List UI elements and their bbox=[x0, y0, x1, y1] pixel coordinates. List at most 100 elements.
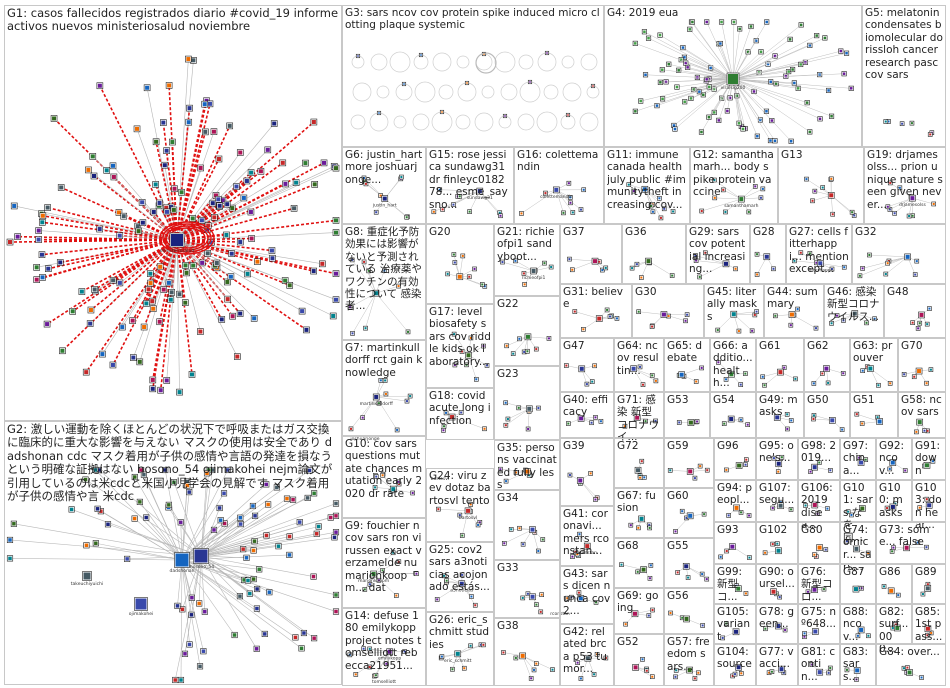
graph-node[interactable] bbox=[666, 61, 672, 67]
graph-node[interactable] bbox=[332, 164, 340, 172]
graph-node[interactable] bbox=[135, 227, 142, 235]
graph-node[interactable] bbox=[216, 202, 223, 210]
graph-node[interactable] bbox=[210, 526, 218, 533]
graph-node[interactable] bbox=[331, 534, 338, 541]
graph-node[interactable] bbox=[261, 630, 268, 638]
graph-node[interactable] bbox=[250, 547, 257, 554]
graph-node[interactable] bbox=[50, 115, 58, 122]
graph-node[interactable] bbox=[152, 138, 160, 146]
graph-node[interactable] bbox=[6, 536, 14, 544]
graph-node[interactable] bbox=[521, 271, 527, 276]
graph-node[interactable] bbox=[115, 209, 123, 216]
graph-node[interactable] bbox=[296, 519, 303, 526]
graph-node[interactable] bbox=[109, 277, 117, 284]
graph-node[interactable] bbox=[543, 190, 548, 196]
graph-node[interactable] bbox=[250, 315, 258, 322]
graph-node[interactable] bbox=[672, 126, 678, 132]
graph-node[interactable] bbox=[768, 79, 774, 85]
graph-node[interactable] bbox=[200, 648, 207, 655]
graph-node[interactable] bbox=[445, 271, 450, 277]
graph-node[interactable] bbox=[223, 231, 230, 239]
graph-node[interactable] bbox=[899, 121, 905, 127]
graph-node[interactable] bbox=[674, 84, 680, 90]
graph-node[interactable] bbox=[236, 593, 243, 600]
graph-node[interactable] bbox=[136, 358, 144, 366]
graph-node[interactable] bbox=[251, 538, 258, 545]
graph-node[interactable] bbox=[740, 126, 746, 132]
graph-node[interactable] bbox=[657, 32, 663, 38]
graph-node[interactable] bbox=[14, 233, 21, 240]
graph-node[interactable] bbox=[642, 72, 649, 78]
graph-node[interactable] bbox=[243, 554, 250, 561]
graph-node[interactable] bbox=[217, 517, 224, 524]
graph-node[interactable] bbox=[198, 259, 206, 267]
graph-node[interactable] bbox=[723, 209, 728, 215]
graph-node[interactable] bbox=[94, 505, 101, 512]
graph-node[interactable] bbox=[186, 489, 193, 496]
graph-node[interactable] bbox=[399, 174, 404, 180]
graph-node[interactable] bbox=[286, 282, 294, 289]
graph-node[interactable] bbox=[810, 198, 815, 204]
graph-node[interactable] bbox=[319, 260, 326, 268]
graph-node[interactable] bbox=[233, 183, 240, 190]
graph-node[interactable] bbox=[273, 484, 280, 491]
graph-node[interactable] bbox=[33, 264, 40, 271]
graph-node[interactable] bbox=[522, 282, 527, 287]
graph-node[interactable] bbox=[661, 206, 667, 212]
graph-node[interactable] bbox=[87, 306, 95, 314]
graph-node[interactable] bbox=[147, 270, 154, 277]
graph-node[interactable] bbox=[253, 605, 260, 612]
graph-node[interactable] bbox=[311, 635, 318, 642]
graph-node[interactable] bbox=[157, 386, 165, 394]
graph-node[interactable] bbox=[829, 113, 835, 119]
graph-node[interactable] bbox=[527, 79, 533, 85]
graph-node[interactable] bbox=[568, 200, 573, 206]
graph-node[interactable] bbox=[129, 317, 136, 324]
graph-node[interactable] bbox=[160, 119, 167, 126]
graph-node[interactable] bbox=[817, 116, 823, 122]
graph-node[interactable] bbox=[753, 38, 759, 44]
graph-node[interactable] bbox=[738, 195, 745, 203]
graph-node[interactable] bbox=[332, 296, 340, 304]
graph-node[interactable] bbox=[179, 606, 186, 613]
graph-node[interactable] bbox=[332, 270, 340, 277]
graph-node[interactable] bbox=[632, 40, 638, 46]
graph-node[interactable] bbox=[513, 258, 518, 264]
graph-node[interactable] bbox=[186, 641, 193, 648]
graph-node[interactable] bbox=[150, 208, 158, 216]
graph-node[interactable] bbox=[439, 109, 445, 115]
graph-node[interactable] bbox=[10, 202, 18, 210]
graph-node[interactable] bbox=[229, 312, 236, 320]
graph-node[interactable] bbox=[236, 149, 244, 156]
graph-node[interactable] bbox=[658, 215, 664, 221]
graph-node[interactable] bbox=[196, 663, 204, 670]
graph-node[interactable] bbox=[764, 19, 770, 25]
graph-node[interactable] bbox=[466, 274, 472, 280]
graph-node[interactable] bbox=[332, 591, 340, 599]
graph-node[interactable] bbox=[91, 286, 98, 293]
graph-node[interactable] bbox=[228, 204, 236, 212]
graph-node[interactable] bbox=[798, 61, 804, 68]
graph-node[interactable] bbox=[758, 195, 764, 201]
graph-node[interactable] bbox=[243, 177, 251, 185]
graph-node[interactable] bbox=[181, 299, 189, 306]
graph-node[interactable] bbox=[332, 217, 340, 224]
graph-node[interactable] bbox=[104, 521, 112, 528]
graph-node[interactable] bbox=[270, 120, 278, 127]
graph-node[interactable] bbox=[240, 194, 248, 202]
graph-node[interactable] bbox=[641, 29, 647, 35]
graph-node[interactable] bbox=[140, 471, 147, 478]
graph-node[interactable] bbox=[226, 122, 234, 130]
graph-node[interactable] bbox=[156, 199, 163, 207]
hub-node-dadshonan[interactable] bbox=[174, 552, 190, 568]
graph-node[interactable] bbox=[791, 80, 797, 86]
graph-node[interactable] bbox=[451, 202, 456, 207]
graph-node[interactable] bbox=[773, 81, 779, 87]
graph-node[interactable] bbox=[838, 48, 844, 54]
graph-node[interactable] bbox=[209, 199, 217, 207]
graph-node[interactable] bbox=[476, 187, 484, 195]
graph-node[interactable] bbox=[456, 273, 464, 281]
graph-node[interactable] bbox=[176, 388, 183, 396]
graph-node[interactable] bbox=[716, 117, 722, 123]
graph-node[interactable] bbox=[83, 542, 90, 549]
